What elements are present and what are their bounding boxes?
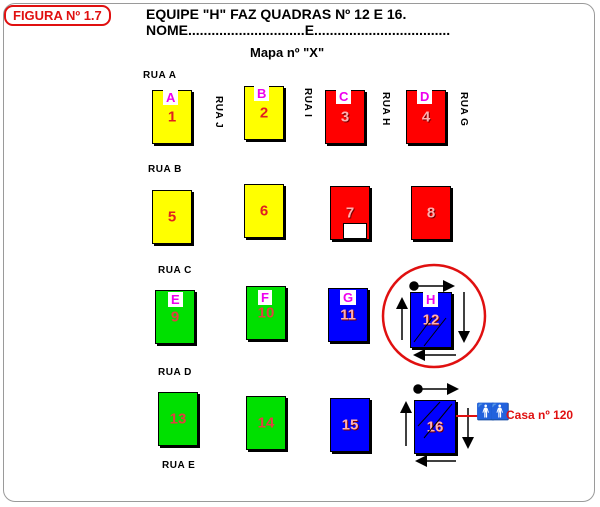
block-7: 7 <box>330 186 370 240</box>
block-16: 16 <box>414 400 456 454</box>
block-number: 5 <box>167 208 177 226</box>
house-marker <box>343 223 367 239</box>
block-number: 13 <box>169 410 187 428</box>
hatch-block-16 <box>417 401 453 439</box>
block-number: 16 <box>426 418 444 436</box>
block-tag-c: C <box>336 89 352 104</box>
block-14: 14 <box>246 396 286 450</box>
name-line: NOME..............................E.....… <box>146 22 451 38</box>
street-label-j: RUA J <box>213 96 224 129</box>
block-number: 15 <box>341 416 359 434</box>
block-tag-e: E <box>168 292 183 307</box>
person-icon: 🚹 <box>476 404 496 421</box>
block-tag-a: A <box>163 90 179 105</box>
block-tag-g: G <box>340 290 357 305</box>
map-title: Mapa nº "X" <box>250 45 325 60</box>
block-number: 10 <box>257 304 275 322</box>
street-label-a: RUA A <box>143 70 177 81</box>
hatch-block-12 <box>413 317 447 347</box>
block-tag-f: F <box>258 290 272 305</box>
street-label-b: RUA B <box>148 164 182 175</box>
block-number: 11 <box>340 306 356 324</box>
block-8: 8 <box>411 186 451 240</box>
route-arrows-block-16 <box>400 383 474 467</box>
person-icon: 🚹 <box>490 404 510 421</box>
route-arrows-block-12 <box>396 280 470 361</box>
block-13: 13 <box>158 392 198 446</box>
block-5: 5 <box>152 190 192 244</box>
block-number: 9 <box>170 308 180 326</box>
block-number: 14 <box>257 414 275 432</box>
street-label-g: RUA G <box>458 92 469 127</box>
highlight-circle <box>381 263 487 369</box>
block-15: 15 <box>330 398 370 452</box>
start-point-icon <box>413 384 423 394</box>
block-number: 2 <box>259 104 269 122</box>
figure-label: FIGURA Nº 1.7 <box>4 5 111 26</box>
block-1: 1 <box>152 90 192 144</box>
block-number: 1 <box>167 108 177 126</box>
block-number: 4 <box>421 108 431 126</box>
start-point-icon <box>409 281 419 291</box>
block-tag-d: D <box>417 89 433 104</box>
block-tag-b: B <box>254 86 270 101</box>
street-label-c: RUA C <box>158 265 192 276</box>
block-tag-h: H <box>423 292 439 307</box>
house-label: Casa nº 120 <box>506 408 574 422</box>
street-label-h: RUA H <box>380 92 391 126</box>
street-label-e: RUA E <box>162 460 196 471</box>
block-number: 8 <box>426 204 436 222</box>
block-number: 6 <box>259 202 269 220</box>
block-6: 6 <box>244 184 284 238</box>
block-11: 11 <box>328 288 368 342</box>
block-number: 3 <box>340 108 350 126</box>
street-label-d: RUA D <box>158 367 192 378</box>
street-label-i: RUA I <box>302 88 313 118</box>
block-number: 7 <box>345 204 355 222</box>
figure-frame <box>3 3 595 502</box>
page-title: EQUIPE "H" FAZ QUADRAS Nº 12 E 16. <box>146 6 407 22</box>
